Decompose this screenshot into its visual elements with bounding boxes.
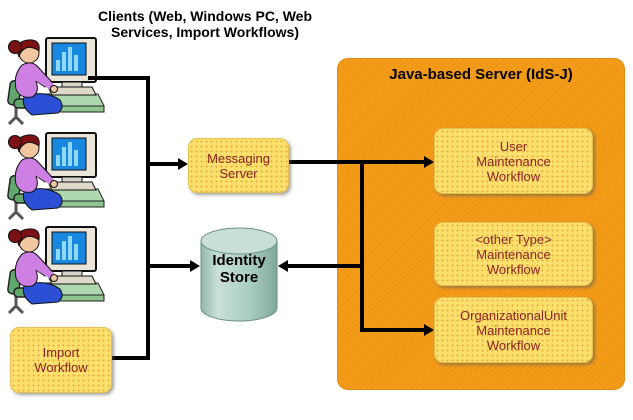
connector-client-to-trunk <box>88 76 150 80</box>
connector-right-trunk <box>360 160 364 332</box>
identity-store-label: Identity Store <box>212 252 266 286</box>
connector-to-orgunit-workflow <box>362 328 424 332</box>
other-type-maintenance-workflow-node: <other Type> Maintenance Workflow <box>434 222 593 286</box>
person-at-computer-icon <box>2 37 105 129</box>
person-at-computer-icon <box>2 132 105 224</box>
arrowhead-into-user-workflow <box>424 156 434 168</box>
connector-left-trunk <box>146 76 150 360</box>
java-server-title: Java-based Server (IdS-J) <box>389 66 573 83</box>
connector-messaging-to-user-workflow <box>287 160 426 164</box>
user-maintenance-workflow-node: User Maintenance Workflow <box>434 128 593 194</box>
import-workflow-node: Import Workflow <box>10 327 112 393</box>
clients-title: Clients (Web, Windows PC, Web Services, … <box>97 8 313 40</box>
connector-to-messaging-server <box>150 162 178 166</box>
person-at-computer-icon <box>2 226 105 318</box>
arrowhead-into-identity-store-left <box>190 260 200 272</box>
connector-import-to-trunk <box>110 356 150 360</box>
connector-to-identity-store-right <box>287 264 362 268</box>
arrowhead-into-identity-store-right <box>278 260 288 272</box>
messaging-server-node: Messaging Server <box>188 138 289 193</box>
organizationalunit-maintenance-workflow-node: OrganizationalUnit Maintenance Workflow <box>434 297 593 363</box>
arrowhead-into-orgunit-workflow <box>424 324 434 336</box>
database-cylinder-icon <box>199 227 279 323</box>
arrowhead-into-messaging-server <box>178 158 188 170</box>
connector-to-identity-store-left <box>150 264 192 268</box>
